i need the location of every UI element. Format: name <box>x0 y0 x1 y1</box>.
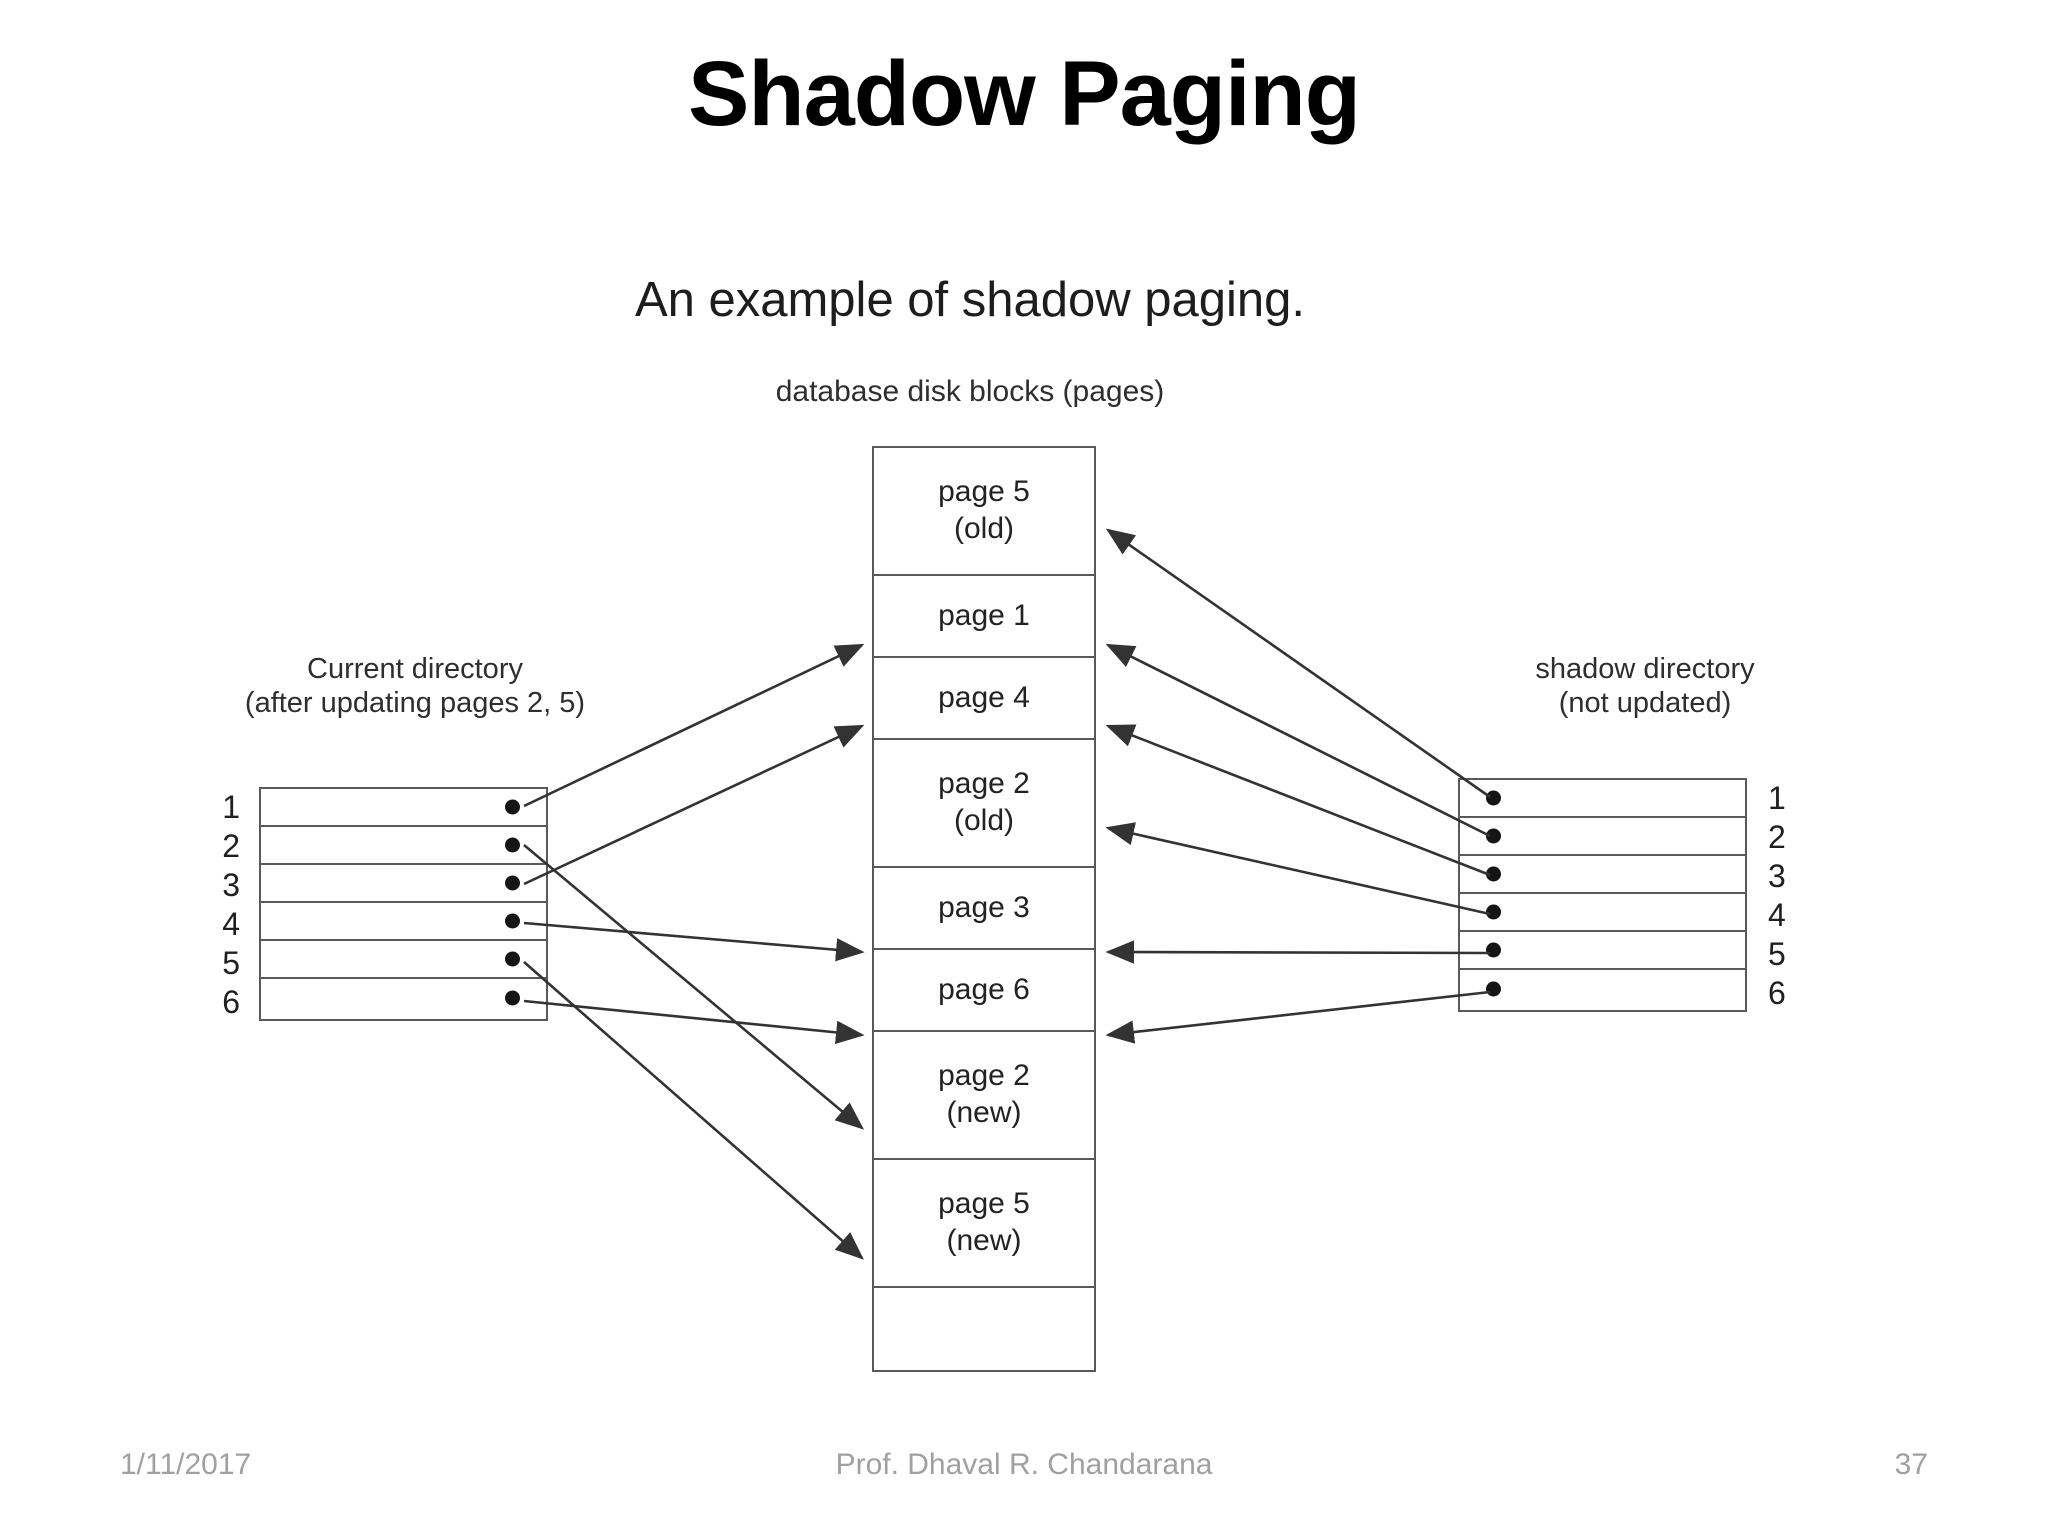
disk-block-label: page 2 <box>938 767 1030 801</box>
disk-block-page5-old[interactable]: page 5 (old) <box>874 448 1094 576</box>
shadow-directory-index-column: 1 2 3 4 5 6 <box>1768 778 1808 1012</box>
shadow-directory-index: 2 <box>1768 819 1786 855</box>
pointer-dot-icon <box>505 913 520 929</box>
current-directory-index-column: 1 2 3 4 5 6 <box>200 787 240 1021</box>
arrow-shadow-6-to-page6 <box>1105 990 1491 1044</box>
disk-block-page1[interactable]: page 1 <box>874 576 1094 658</box>
current-directory-caption-line1: Current directory <box>307 653 523 685</box>
shadow-directory-index: 3 <box>1768 858 1786 894</box>
arrow-current-3-to-page4 <box>523 724 865 886</box>
footer-author: Prof. Dhaval R. Chandarana <box>835 1448 1213 1481</box>
disk-block-empty[interactable] <box>874 1288 1094 1370</box>
disk-block-sublabel: (old) <box>953 512 1014 545</box>
pointer-dot-icon <box>505 837 520 853</box>
disk-blocks-label: database disk blocks (pages) <box>775 375 1165 408</box>
pointer-dot-icon <box>1486 790 1501 806</box>
pointer-dot-icon <box>505 951 520 967</box>
pointer-dot-icon <box>1486 981 1501 997</box>
pointer-dot-icon <box>505 799 520 815</box>
current-directory-entry-3[interactable] <box>261 865 546 903</box>
pointer-dot-icon <box>1486 942 1501 958</box>
current-directory-table <box>259 787 548 1021</box>
disk-block-sublabel: (new) <box>946 1096 1022 1129</box>
disk-block-label: page 5 <box>938 475 1030 509</box>
arrow-current-6-to-page6 <box>523 999 865 1045</box>
current-directory-caption: Current directory (after updating pages … <box>120 652 710 720</box>
disk-block-label: page 6 <box>938 972 1030 1006</box>
shadow-directory-index: 5 <box>1768 936 1786 972</box>
disk-block-label: page 1 <box>938 598 1030 632</box>
shadow-paging-figure: An example of shadow paging. database di… <box>120 273 1895 1372</box>
arrow-shadow-3-to-page4 <box>1105 724 1491 877</box>
disk-block-page2-new[interactable]: page 2 (new) <box>874 1032 1094 1160</box>
shadow-directory-entry-3[interactable] <box>1460 856 1745 894</box>
shadow-directory-entry-5[interactable] <box>1460 932 1745 970</box>
disk-block-label: page 3 <box>938 890 1030 924</box>
footer-page-number: 37 <box>1894 1448 1928 1481</box>
current-directory-entry-1[interactable] <box>261 789 546 827</box>
shadow-directory-entry-6[interactable] <box>1460 970 1745 1008</box>
current-directory-caption-line2: (after updating pages 2, 5) <box>244 687 586 720</box>
pointer-dot-icon <box>1486 828 1501 844</box>
shadow-directory-entry-1[interactable] <box>1460 780 1745 818</box>
current-directory-index: 5 <box>222 945 240 981</box>
disk-block-page5-new[interactable]: page 5 (new) <box>874 1160 1094 1288</box>
current-directory-entry-5[interactable] <box>261 941 546 979</box>
arrow-current-2-to-page2new <box>523 844 864 1130</box>
shadow-directory-index: 4 <box>1768 897 1786 933</box>
current-directory-entry-2[interactable] <box>261 827 546 865</box>
slide-footer: 1/11/2017 Prof. Dhaval R. Chandarana 37 <box>0 1448 2048 1508</box>
arrow-current-4-to-page3 <box>523 921 865 962</box>
disk-blocks-column: page 5 (old) page 1 page 4 page 2 (old) … <box>872 446 1096 1372</box>
current-directory-index: 6 <box>222 984 240 1020</box>
disk-block-page4[interactable]: page 4 <box>874 658 1094 740</box>
current-directory-index: 1 <box>222 789 240 825</box>
disk-block-page3[interactable]: page 3 <box>874 868 1094 950</box>
current-directory-entry-6[interactable] <box>261 979 546 1017</box>
arrow-shadow-4-to-page2old <box>1105 822 1491 916</box>
arrow-shadow-5-to-page3 <box>1105 940 1491 964</box>
shadow-directory-index: 6 <box>1768 975 1786 1011</box>
disk-block-page2-old[interactable]: page 2 (old) <box>874 740 1094 868</box>
shadow-directory-table <box>1458 778 1747 1012</box>
shadow-directory-caption-line2: (not updated) <box>1558 687 1732 720</box>
footer-date: 1/11/2017 <box>120 1448 252 1481</box>
pointer-dot-icon <box>505 875 520 891</box>
shadow-directory-caption-line1: shadow directory <box>1535 653 1755 685</box>
shadow-directory-caption: shadow directory (not updated) <box>1395 652 1895 720</box>
current-directory-entry-4[interactable] <box>261 903 546 941</box>
current-directory-index: 3 <box>222 867 240 903</box>
shadow-directory-index: 1 <box>1768 780 1786 816</box>
disk-block-page6[interactable]: page 6 <box>874 950 1094 1032</box>
disk-block-label: page 4 <box>938 680 1030 714</box>
figure-heading: An example of shadow paging. <box>634 273 1306 327</box>
pointer-dot-icon <box>1486 866 1501 882</box>
shadow-directory-entry-4[interactable] <box>1460 894 1745 932</box>
disk-block-label: page 2 <box>938 1059 1030 1093</box>
current-directory-index: 4 <box>222 906 240 942</box>
arrow-current-5-to-page5new <box>523 961 864 1260</box>
pointer-dot-icon <box>505 990 520 1006</box>
shadow-directory-entry-2[interactable] <box>1460 818 1745 856</box>
page-title: Shadow Paging <box>688 43 1361 145</box>
disk-block-sublabel: (old) <box>953 804 1014 837</box>
disk-block-label: page 5 <box>938 1187 1030 1221</box>
pointer-dot-icon <box>1486 904 1501 920</box>
current-directory-index: 2 <box>222 828 240 864</box>
disk-block-sublabel: (new) <box>946 1224 1022 1257</box>
